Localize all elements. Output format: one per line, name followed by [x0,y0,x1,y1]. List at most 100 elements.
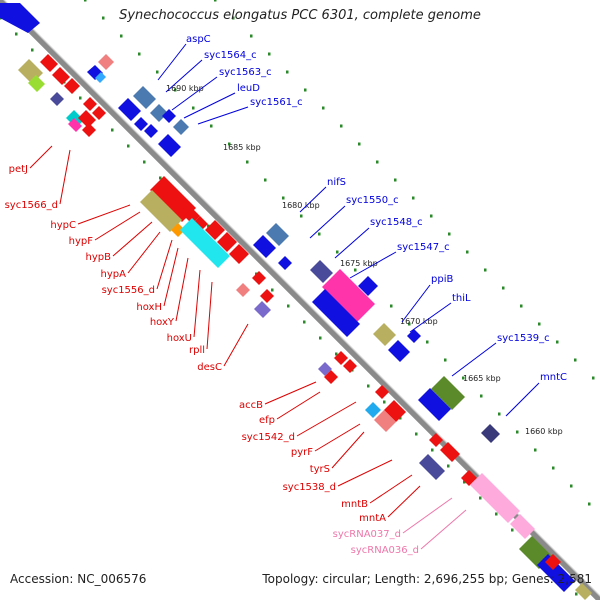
gene-label-mntB[interactable]: mntB [341,499,368,510]
gene-arrow[interactable] [545,554,561,570]
gene-arrow[interactable] [205,220,225,240]
gene-label-syc1563_c[interactable]: syc1563_c [219,67,272,78]
gene-arrow[interactable] [324,370,338,384]
gene-arrow[interactable] [78,110,96,128]
gene-box[interactable] [140,190,182,232]
gene-box[interactable] [431,376,465,410]
gene-arrow[interactable] [358,276,378,296]
gene-label-syc1556_d[interactable]: syc1556_d [102,285,155,296]
gene-label-syc1564_c[interactable]: syc1564_c [204,50,257,61]
gene-label-thiL[interactable]: thiL [452,293,471,304]
gene-box[interactable] [180,218,230,268]
gene-box[interactable] [98,54,114,70]
gene-label-sycRNA037_d[interactable]: sycRNA037_d [333,529,401,540]
gene-arrow[interactable] [440,442,460,462]
gene-arrow[interactable] [52,67,70,85]
gene-arrow[interactable] [0,3,40,33]
gene-box[interactable] [470,473,520,523]
gene-box[interactable] [68,118,82,132]
gene-label-hoxH[interactable]: hoxH [136,302,162,313]
gene-arrow[interactable] [384,400,406,422]
gene-box[interactable] [171,223,185,237]
tick-mark [462,376,465,380]
gene-label-syc1539_c[interactable]: syc1539_c [497,333,550,344]
gene-arrow[interactable] [343,359,357,373]
gene-arrow[interactable] [260,289,274,303]
gene-label-syc1566_d[interactable]: syc1566_d [5,200,58,211]
gene-arrow[interactable] [150,176,196,222]
gene-label-pyrF[interactable]: pyrF [291,447,313,458]
gene-box[interactable] [236,283,250,297]
gene-box[interactable] [28,75,45,92]
gene-label-hypF[interactable]: hypF [69,236,94,247]
gene-label-mntA[interactable]: mntA [359,513,386,524]
tick-mark [552,466,555,470]
gene-label-accB[interactable]: accB [239,400,263,411]
gene-label-tyrS[interactable]: tyrS [310,464,330,475]
gene-arrow[interactable] [83,97,97,111]
gene-label-hypB[interactable]: hypB [86,252,112,263]
gene-box[interactable] [266,223,289,246]
leader-line [387,485,421,518]
scale-label: 1660 kbp [525,427,563,436]
gene-arrow[interactable] [134,117,148,131]
gene-label-syc1550_c[interactable]: syc1550_c [346,195,399,206]
gene-box[interactable] [254,301,271,318]
gene-label-syc1547_c[interactable]: syc1547_c [397,242,450,253]
gene-box[interactable] [419,454,445,480]
gene-arrow[interactable] [229,244,249,264]
gene-label-syc1538_d[interactable]: syc1538_d [283,482,336,493]
gene-label-rpll[interactable]: rpll [189,345,205,356]
gene-box[interactable] [322,269,375,322]
gene-arrow[interactable] [92,106,106,120]
gene-box[interactable] [365,402,381,418]
gene-box[interactable] [374,410,396,432]
gene-arrow[interactable] [375,385,389,399]
gene-label-mntC[interactable]: mntC [540,372,567,383]
gene-arrow[interactable] [253,235,276,258]
gene-arrow[interactable] [158,134,181,157]
tick-mark [399,416,402,420]
gene-box[interactable] [373,323,396,346]
gene-box[interactable] [575,583,592,600]
gene-label-aspC[interactable]: aspC [186,34,211,45]
gene-arrow[interactable] [407,329,421,343]
gene-label-efp[interactable]: efp [259,415,275,426]
gene-arrow[interactable] [118,98,141,121]
gene-label-nifS[interactable]: nifS [327,177,346,188]
gene-label-syc1561_c[interactable]: syc1561_c [250,97,303,108]
gene-box[interactable] [173,119,189,135]
gene-arrow[interactable] [40,54,58,72]
gene-label-ppiB[interactable]: ppiB [431,274,453,285]
gene-arrow[interactable] [334,351,348,365]
gene-box[interactable] [310,260,333,283]
gene-label-syc1548_c[interactable]: syc1548_c [370,217,423,228]
gene-box[interactable] [50,92,64,106]
gene-arrow[interactable] [217,232,237,252]
gene-arrow[interactable] [82,123,96,137]
leader-line [175,257,189,322]
gene-arrow[interactable] [162,109,176,123]
gene-arrow[interactable] [388,340,410,362]
gene-arrow[interactable] [429,433,443,447]
gene-box[interactable] [510,514,535,539]
gene-label-hypA[interactable]: hypA [101,269,127,280]
leader-line [334,227,370,259]
gene-label-sycRNA036_d[interactable]: sycRNA036_d [351,545,419,556]
gene-arrow[interactable] [64,78,80,94]
gene-label-petJ[interactable]: petJ [9,164,28,175]
gene-label-hoxU[interactable]: hoxU [167,333,192,344]
gene-arrow[interactable] [278,256,292,270]
gene-label-desC[interactable]: desC [197,362,222,373]
gene-arrow[interactable] [418,388,451,421]
gene-arrow[interactable] [95,72,106,83]
gene-arrow[interactable] [252,271,266,285]
gene-box[interactable] [133,86,156,109]
gene-arrow[interactable] [312,289,360,337]
gene-label-hoxY[interactable]: hoxY [150,317,175,328]
gene-box[interactable] [481,424,500,443]
gene-label-hypC[interactable]: hypC [50,220,76,231]
gene-arrow[interactable] [144,124,158,138]
gene-label-syc1542_d[interactable]: syc1542_d [242,432,295,443]
gene-label-leuD[interactable]: leuD [237,83,260,94]
